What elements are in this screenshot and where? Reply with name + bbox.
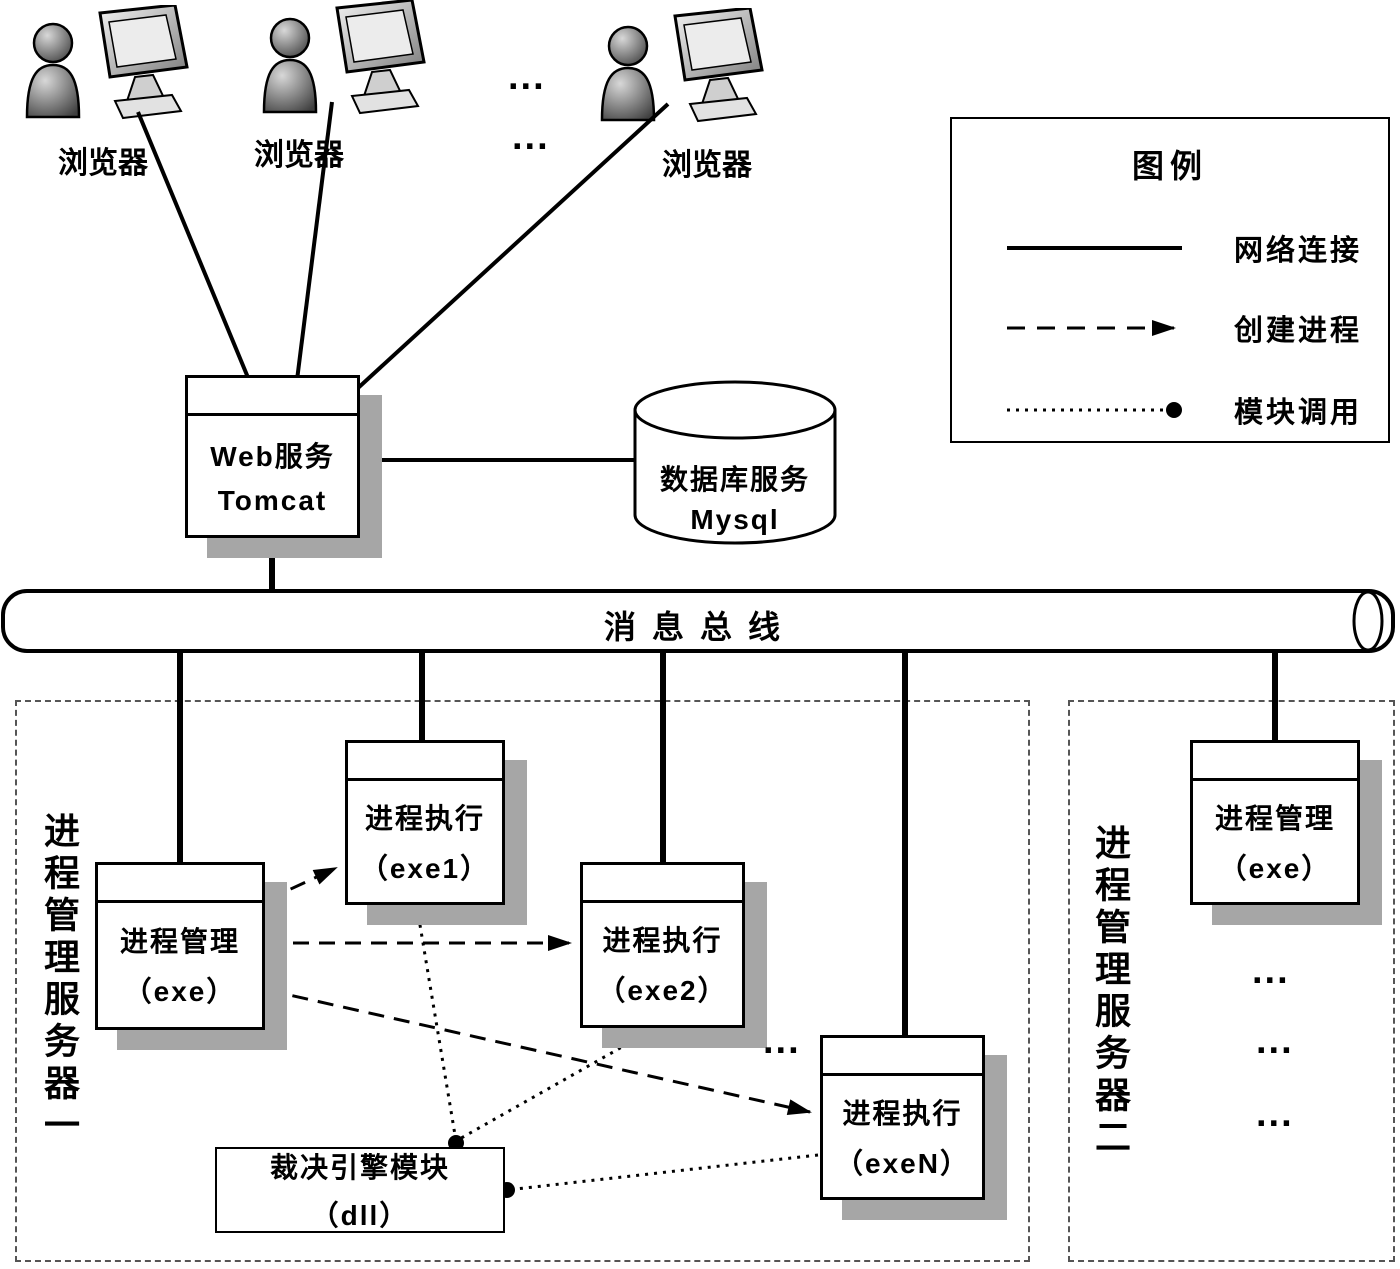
legend-box: 图例 网络连接 创建进程 模块调用 xyxy=(950,117,1390,443)
solid-line-sample-icon xyxy=(1007,246,1182,250)
database-name: 数据库服务 xyxy=(659,464,810,495)
process-manager2-node: 进程管理 （exe） xyxy=(1190,740,1382,925)
process-exeN-node: 进程执行 （exeN） xyxy=(820,1035,1007,1220)
browser-label-1: 浏览器 xyxy=(58,147,148,180)
client-icon xyxy=(600,8,764,123)
server1-ellipsis: ... xyxy=(763,1020,801,1062)
node-titlebar xyxy=(1193,743,1357,781)
process-manager2-type: （exe） xyxy=(1218,852,1332,884)
server1-title: 进程管理服务器一 xyxy=(39,812,80,1148)
node-titlebar xyxy=(188,378,357,416)
server2-ellipsis-1: ... xyxy=(1252,950,1290,992)
process-manager1-node: 进程管理 （exe） xyxy=(95,862,287,1050)
process-exe2-type: （exe2） xyxy=(597,975,728,1006)
process-manager1-type: （exe） xyxy=(123,976,237,1007)
web-server-node: Web服务 Tomcat xyxy=(185,375,382,558)
arbitration-engine-box: 裁决引擎模块 （dll） xyxy=(215,1147,505,1233)
client-icon xyxy=(25,5,189,120)
server2-ellipsis-2: ... xyxy=(1256,1020,1294,1062)
web-server-product: Tomcat xyxy=(217,484,328,516)
web-server-name: Web服务 xyxy=(210,440,335,472)
process-manager1-face: 进程管理 （exe） xyxy=(95,862,265,1030)
message-bus-endcap xyxy=(1352,590,1384,652)
legend-label-network: 网络连接 xyxy=(1234,235,1363,267)
message-bus-label: 消息总线 xyxy=(603,609,796,645)
process-exeN-face: 进程执行 （exeN） xyxy=(820,1035,985,1200)
client-icon xyxy=(262,0,426,115)
node-titlebar xyxy=(98,865,262,903)
top-ellipsis-1: ... xyxy=(508,56,546,98)
process-exe1-type: （exe1） xyxy=(359,852,491,884)
process-exeN-name: 进程执行 xyxy=(842,1097,963,1129)
process-exe1-node: 进程执行 （exe1） xyxy=(345,740,527,925)
web-server-face: Web服务 Tomcat xyxy=(185,375,360,538)
process-manager2-name: 进程管理 xyxy=(1214,802,1335,834)
process-manager2-face: 进程管理 （exe） xyxy=(1190,740,1360,905)
arbitration-engine-name: 裁决引擎模块 xyxy=(269,1152,450,1183)
database-cylinder-top xyxy=(633,380,837,440)
legend-label-create-process: 创建进程 xyxy=(1234,315,1363,347)
node-titlebar xyxy=(583,865,742,903)
process-exeN-type: （exeN） xyxy=(835,1147,970,1179)
legend-row-network: 网络连接 xyxy=(1004,231,1362,267)
node-titlebar xyxy=(348,743,502,781)
server2-container xyxy=(1068,700,1395,1262)
legend-title: 图例 xyxy=(1131,148,1208,184)
browser-label-2: 浏览器 xyxy=(254,139,344,172)
browser-label-3: 浏览器 xyxy=(662,149,752,182)
server1-container xyxy=(15,700,1030,1262)
server2-ellipsis-3: ... xyxy=(1256,1093,1294,1135)
process-exe2-name: 进程执行 xyxy=(602,925,723,956)
network-line-browser1 xyxy=(136,111,251,381)
process-exe2-face: 进程执行 （exe2） xyxy=(580,862,745,1028)
database-product: Mysql xyxy=(690,504,780,535)
arbitration-engine-type: （dll） xyxy=(310,1200,410,1231)
dotted-dot-sample-icon xyxy=(1007,402,1182,418)
process-exe1-face: 进程执行 （exe1） xyxy=(345,740,505,905)
dashed-arrow-sample-icon xyxy=(1007,320,1176,336)
process-exe1-name: 进程执行 xyxy=(364,802,485,834)
top-ellipsis-2: ... xyxy=(512,116,550,158)
server2-title: 进程管理服务器二 xyxy=(1090,824,1131,1160)
legend-row-create-process: 创建进程 xyxy=(1004,311,1362,347)
process-manager1-name: 进程管理 xyxy=(119,926,240,957)
database-label: 数据库服务 Mysql xyxy=(637,458,833,536)
legend-row-module-call: 模块调用 xyxy=(1004,393,1362,429)
legend-label-module-call: 模块调用 xyxy=(1234,397,1363,429)
process-exe2-node: 进程执行 （exe2） xyxy=(580,862,767,1048)
node-titlebar xyxy=(823,1038,982,1076)
